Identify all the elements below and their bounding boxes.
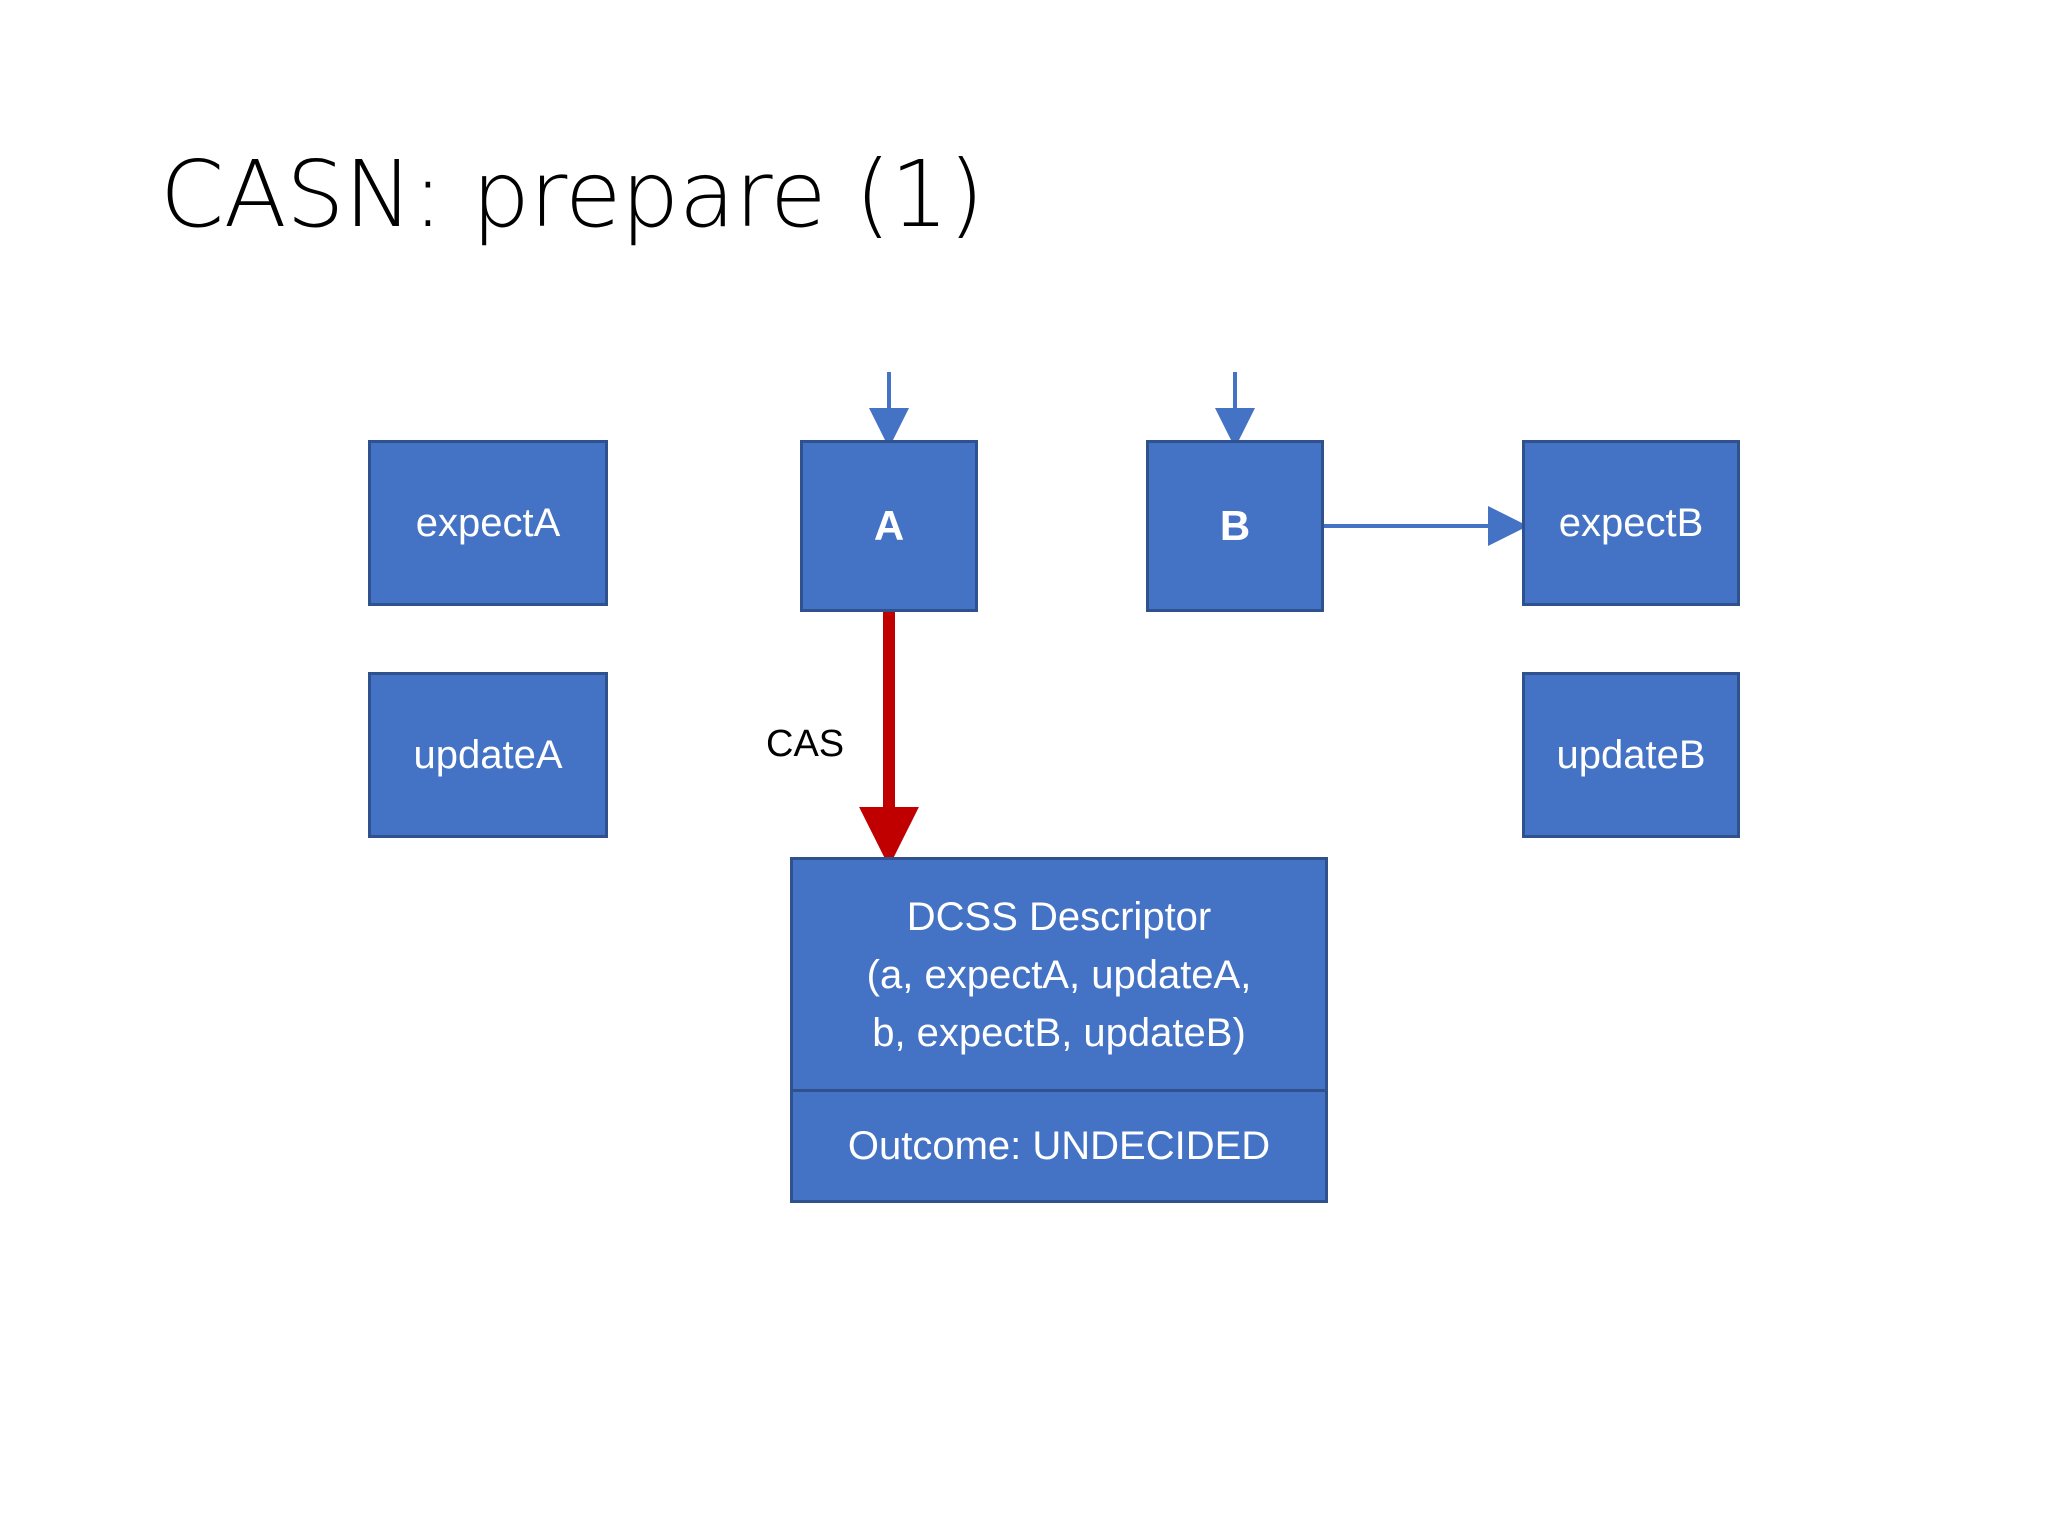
dcss-descriptor-outcome: Outcome: UNDECIDED bbox=[793, 1092, 1325, 1200]
box-updateb-label: updateB bbox=[1556, 733, 1706, 777]
box-b[interactable]: B bbox=[1146, 440, 1324, 612]
dcss-descriptor-body: DCSS Descriptor (a, expectA, updateA, b,… bbox=[793, 860, 1325, 1089]
cas-arrow-label: CAS bbox=[766, 723, 845, 765]
page-title: CASN: prepare (1) bbox=[160, 141, 984, 248]
dcss-descriptor-args-line2: b, expectB, updateB) bbox=[872, 1010, 1246, 1055]
box-expectb-label: expectB bbox=[1558, 501, 1704, 545]
box-updatea-label: updateA bbox=[413, 733, 563, 777]
box-expecta[interactable]: expectA bbox=[368, 440, 608, 606]
box-updateb[interactable]: updateB bbox=[1522, 672, 1740, 838]
dcss-descriptor-args-line1: (a, expectA, updateA, bbox=[866, 952, 1252, 997]
box-a[interactable]: A bbox=[800, 440, 978, 612]
outcome-status-text: Outcome: UNDECIDED bbox=[847, 1123, 1271, 1168]
dcss-descriptor-divider bbox=[793, 1089, 1325, 1092]
dcss-descriptor-title: DCSS Descriptor bbox=[906, 894, 1212, 939]
box-expecta-label: expectA bbox=[415, 501, 561, 545]
box-a-label: A bbox=[873, 501, 905, 549]
dcss-descriptor-box[interactable]: DCSS Descriptor (a, expectA, updateA, b,… bbox=[790, 857, 1328, 1203]
box-b-label: B bbox=[1219, 501, 1251, 549]
box-updatea[interactable]: updateA bbox=[368, 672, 608, 838]
box-expectb[interactable]: expectB bbox=[1522, 440, 1740, 606]
